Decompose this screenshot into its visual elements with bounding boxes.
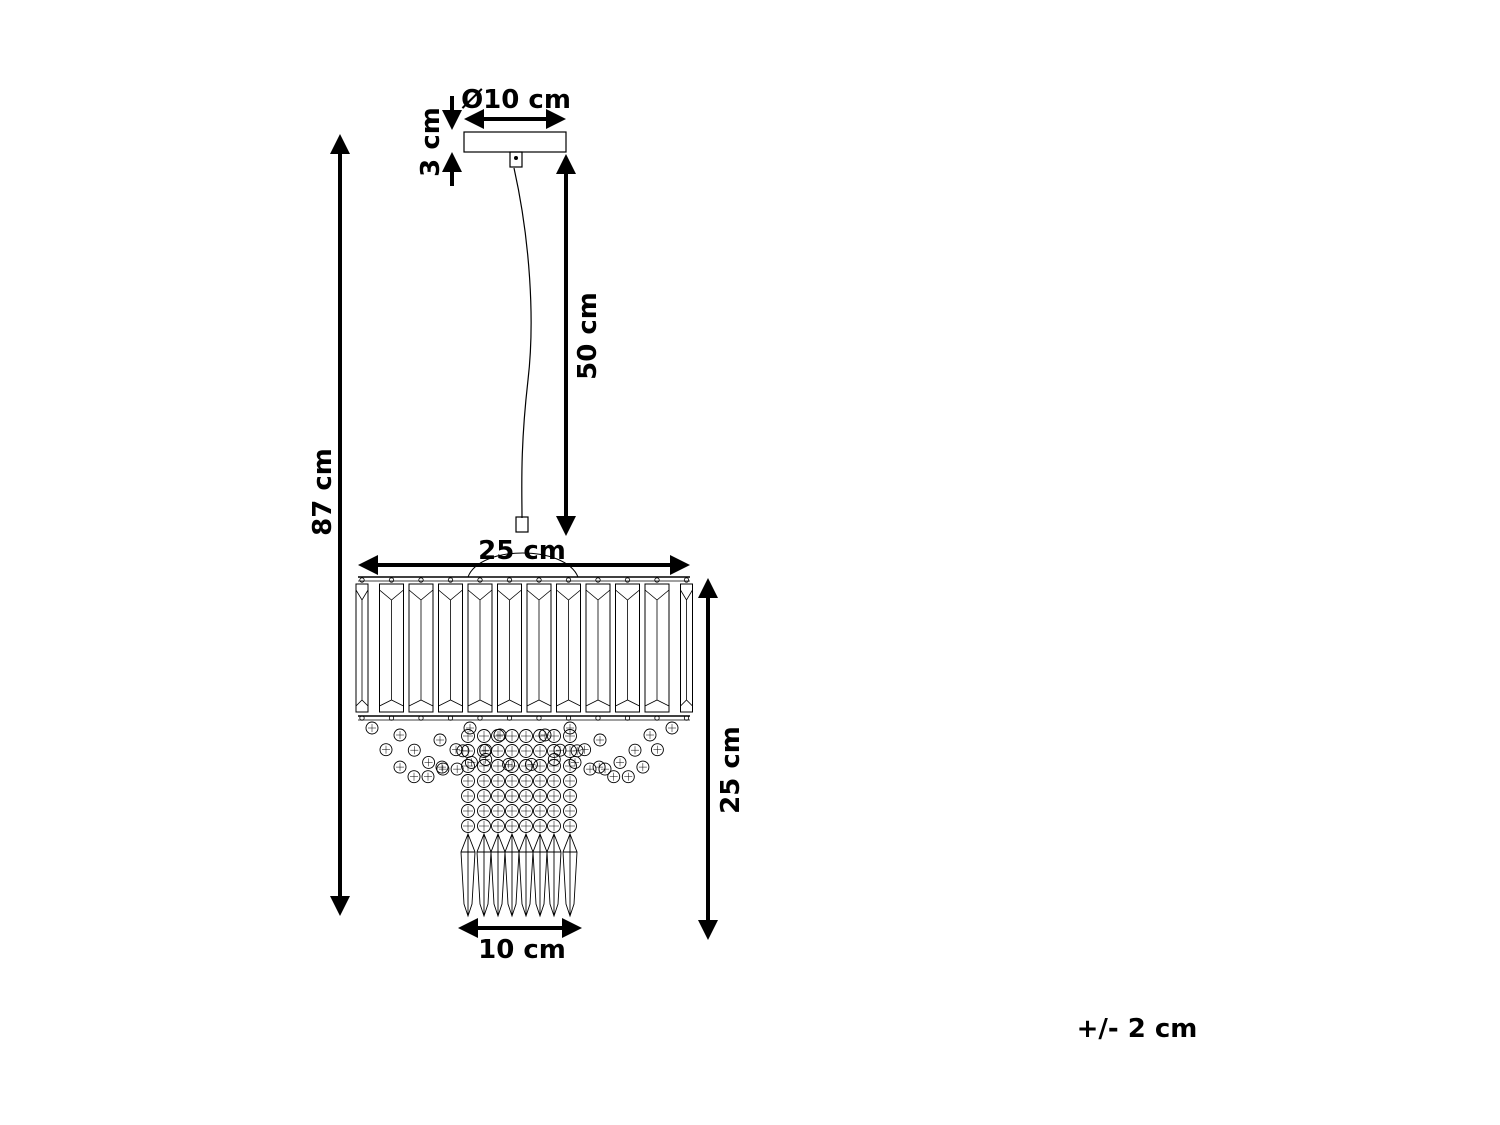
bead-garlands <box>365 721 679 784</box>
crystal-drop <box>504 832 520 918</box>
crystal-prism <box>680 577 693 721</box>
bead-strand <box>505 729 519 833</box>
canopy-connector <box>509 151 523 168</box>
crystal-drop <box>562 832 578 918</box>
crystal-prism <box>615 577 640 721</box>
shade-height-label: 25 cm <box>716 726 746 814</box>
shade-width-label: 25 cm <box>478 536 566 566</box>
crystal-prism <box>467 577 493 721</box>
crystal-drop <box>532 832 548 918</box>
crystal-prism <box>585 577 611 721</box>
crystal-drop <box>490 832 506 918</box>
dimension-arrows <box>330 96 718 940</box>
canopy-diameter-label: Ø10 cm <box>461 85 571 115</box>
crystal-drop <box>518 832 534 918</box>
bead-strand <box>533 729 547 833</box>
crystal-prism <box>355 577 369 721</box>
bead-swag <box>365 721 477 784</box>
canopy-height-label: 3 cm <box>416 107 446 177</box>
crystal-drop <box>546 832 562 918</box>
crystal-prism <box>556 577 581 721</box>
bead-strand <box>461 729 475 833</box>
crystal-prism <box>526 577 552 721</box>
shade-connector <box>515 516 529 533</box>
ceiling-canopy <box>463 131 567 153</box>
crystal-drops <box>460 832 578 918</box>
crystal-prism-band <box>355 577 693 721</box>
bead-strand <box>547 729 561 833</box>
bead-strands <box>461 729 577 833</box>
bead-strand <box>563 729 577 833</box>
crystal-prism <box>408 577 434 721</box>
tolerance-note: +/- 2 cm <box>1077 1014 1198 1044</box>
pendant-lamp-drawing <box>355 131 693 918</box>
dimension-labels: Ø10 cm 3 cm 50 cm 87 cm 25 cm 25 cm 10 c… <box>308 85 1197 1044</box>
crystal-prism <box>497 577 522 721</box>
bottom-width-label: 10 cm <box>478 935 566 965</box>
bead-swag <box>563 721 679 784</box>
bead-strand <box>477 729 491 833</box>
total-height-label: 87 cm <box>308 448 338 536</box>
crystal-drop <box>460 832 476 918</box>
crystal-prism <box>644 577 670 721</box>
bead-swag <box>393 728 507 776</box>
cable-length-label: 50 cm <box>573 292 603 380</box>
crystal-prism <box>379 577 404 721</box>
bead-strand <box>491 729 505 833</box>
crystal-prism <box>438 577 463 721</box>
bead-strand <box>519 729 533 833</box>
suspension-cable <box>513 167 532 519</box>
crystal-drop <box>476 832 492 918</box>
